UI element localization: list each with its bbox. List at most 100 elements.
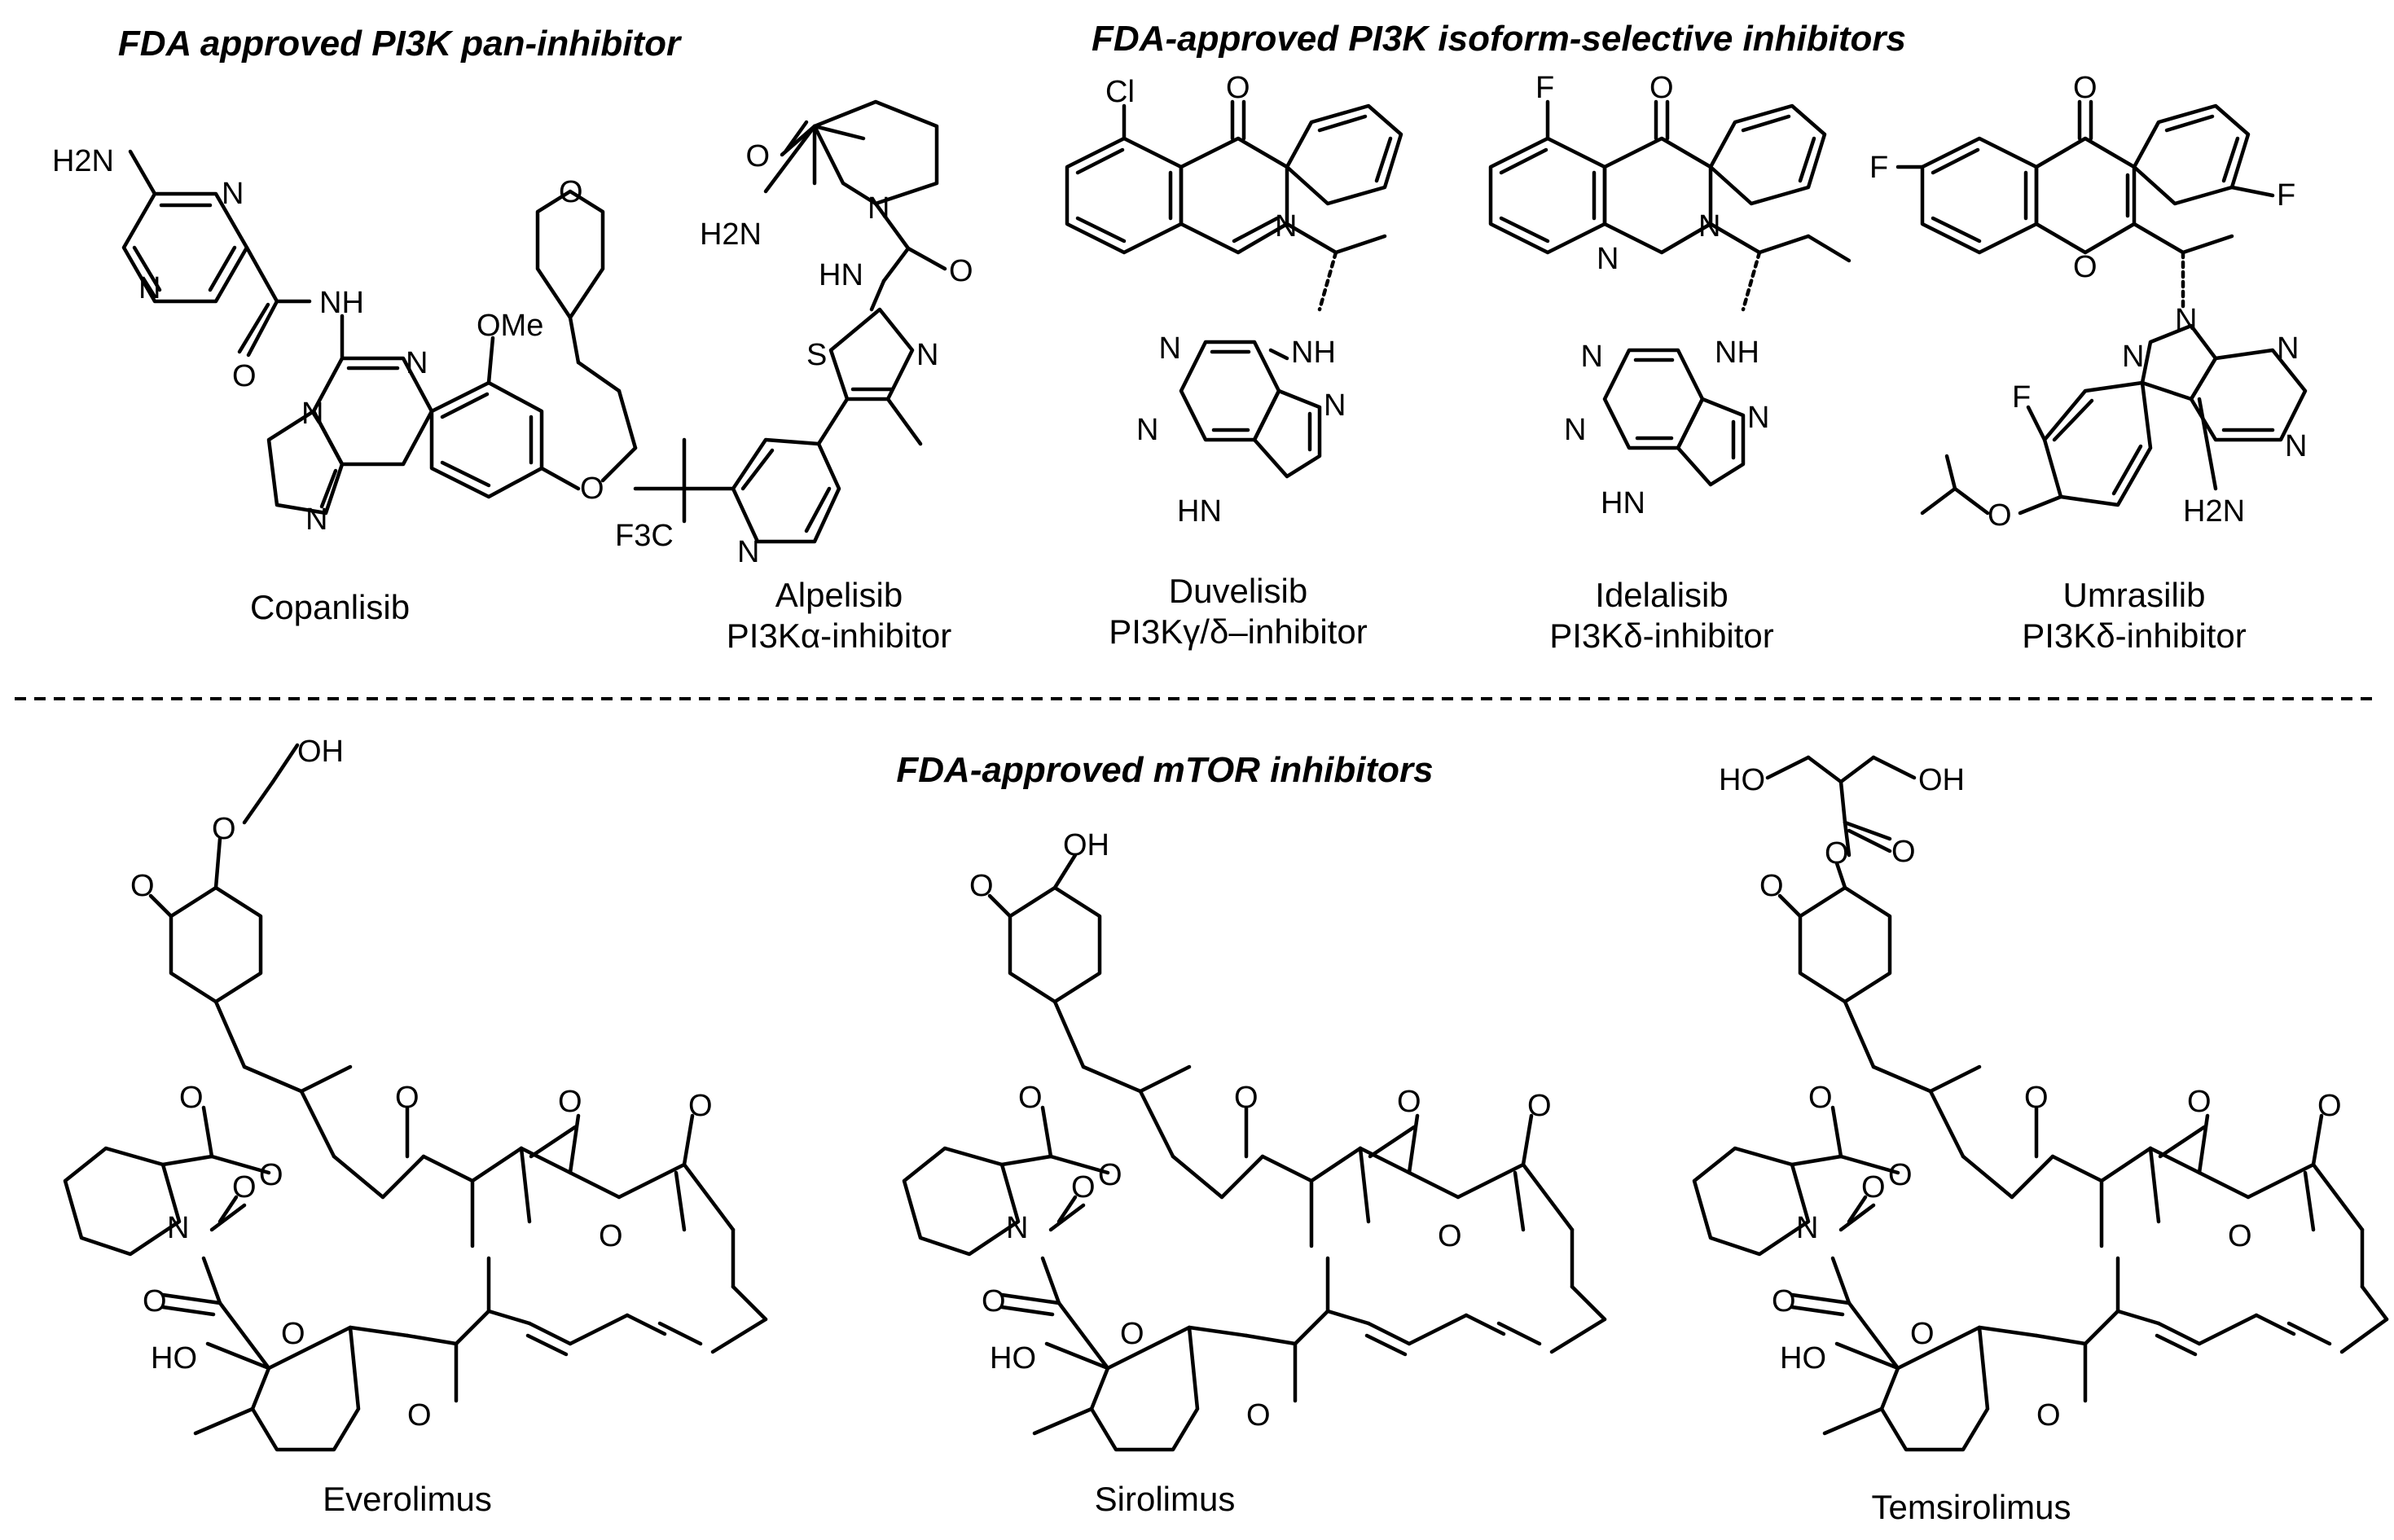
structure-duvelisib bbox=[1065, 99, 1403, 479]
atom-label: OH bbox=[1063, 828, 1109, 862]
atom-label: O bbox=[1226, 71, 1250, 105]
structure-copanlisib bbox=[121, 149, 638, 516]
atom-label: O bbox=[1527, 1089, 1552, 1123]
atom-label: F bbox=[2277, 178, 2295, 213]
atom-label: O bbox=[1098, 1158, 1122, 1192]
atom-label: F bbox=[2012, 380, 2031, 415]
atom-label: N bbox=[1006, 1211, 1028, 1245]
structure-everolimus bbox=[63, 743, 768, 1452]
atom-label: OH bbox=[297, 735, 344, 769]
atoms-everolimus: OH O O O O O N O O HO O O O OH O O bbox=[130, 735, 713, 1433]
atom-label: O bbox=[1071, 1170, 1096, 1204]
atom-label: O bbox=[982, 1284, 1006, 1318]
name-umrasilib: Umrasilib bbox=[2062, 576, 2205, 614]
atom-label: N bbox=[167, 1211, 189, 1245]
atom-label: OMe bbox=[477, 309, 543, 343]
atom-label: N bbox=[1597, 242, 1619, 276]
atom-label: O bbox=[1891, 835, 1916, 869]
atom-label: O bbox=[559, 175, 583, 209]
atom-label: S bbox=[806, 338, 827, 372]
atom-label: O bbox=[407, 1398, 432, 1433]
atom-label: HO bbox=[151, 1341, 197, 1375]
atom-label: N bbox=[301, 397, 323, 431]
atom-label: N bbox=[2277, 331, 2299, 366]
atom-label: O bbox=[969, 869, 994, 903]
subtitle-idelalisib: PI3Kδ-inhibitor bbox=[1549, 616, 1774, 655]
atom-label: N bbox=[916, 338, 938, 372]
atom-label: O bbox=[130, 869, 155, 903]
atom-label: N bbox=[1564, 413, 1586, 447]
atom-label: O bbox=[688, 1089, 713, 1123]
atom-label: N bbox=[406, 346, 428, 380]
atom-label: N bbox=[1581, 340, 1603, 374]
atom-label: OH bbox=[1918, 763, 1965, 797]
atom-label: NH bbox=[1291, 336, 1336, 370]
atom-label: O bbox=[1649, 71, 1674, 105]
atom-label: N bbox=[1747, 401, 1769, 435]
name-sirolimus: Sirolimus bbox=[1095, 1480, 1236, 1518]
atoms-sirolimus: OH O O O O N O O HO O O O OH O O bbox=[969, 828, 1552, 1433]
name-everolimus: Everolimus bbox=[323, 1480, 492, 1518]
atom-label: O bbox=[599, 1219, 623, 1253]
atom-label: O bbox=[1988, 498, 2012, 533]
atoms-idelalisib: F O N N NH N N N HN bbox=[1535, 71, 1769, 520]
atom-label: O bbox=[1808, 1081, 1833, 1115]
heading-pan-inhibitor: FDA approved PI3K pan-inhibitor bbox=[118, 24, 683, 64]
atom-label: O bbox=[1234, 1081, 1258, 1115]
atoms-temsirolimus: HO OH O O O O O O N O O HO O O O OH O O bbox=[1719, 763, 2342, 1433]
atom-label: N bbox=[2285, 429, 2307, 463]
atom-label: HO bbox=[990, 1341, 1036, 1375]
atom-label: O bbox=[1825, 836, 1849, 871]
atom-label: O bbox=[179, 1081, 204, 1115]
atom-label: H2N bbox=[52, 144, 114, 178]
atom-label: F bbox=[1869, 151, 1888, 185]
atom-label: HO bbox=[1719, 763, 1765, 797]
atom-label: O bbox=[232, 1170, 257, 1204]
heading-isoform-selective: FDA-approved PI3K isoform-selective inhi… bbox=[1092, 19, 1906, 59]
subtitle-alpelisib: PI3Kα-inhibitor bbox=[727, 616, 951, 655]
atom-label: O bbox=[2024, 1081, 2049, 1115]
atom-label: HN bbox=[819, 258, 863, 292]
atom-label: O bbox=[1397, 1085, 1421, 1119]
atom-label: HN bbox=[1601, 486, 1645, 520]
atom-label: N bbox=[138, 271, 160, 305]
atom-label: O bbox=[1759, 869, 1784, 903]
subtitle-umrasilib: PI3Kδ-inhibitor bbox=[2022, 616, 2247, 655]
atom-label: O bbox=[2317, 1089, 2342, 1123]
atom-label: O bbox=[395, 1081, 419, 1115]
atom-label: O bbox=[558, 1085, 582, 1119]
heading-mtor-inhibitors: FDA-approved mTOR inhibitors bbox=[896, 750, 1433, 790]
structure-umrasilib bbox=[1895, 99, 2308, 516]
atom-label: O bbox=[949, 254, 973, 288]
name-temsirolimus: Temsirolimus bbox=[1871, 1488, 2071, 1526]
subtitle-duvelisib: PI3Kγ/δ–inhibitor bbox=[1109, 612, 1368, 651]
atom-label: O bbox=[2036, 1398, 2061, 1433]
atoms-alpelisib: O H2N N HN O S N N F3C bbox=[615, 139, 973, 569]
atom-label: HN bbox=[1177, 494, 1222, 529]
atom-label: O bbox=[1910, 1317, 1935, 1351]
atom-label: O bbox=[232, 359, 257, 393]
atom-label: N bbox=[1796, 1211, 1818, 1245]
atom-label: O bbox=[259, 1158, 283, 1192]
atom-label: N bbox=[737, 535, 759, 569]
name-duvelisib: Duvelisib bbox=[1169, 572, 1307, 610]
atom-label: NH bbox=[319, 286, 364, 320]
atom-label: N bbox=[2175, 303, 2197, 337]
atom-label: H2N bbox=[700, 217, 762, 252]
atom-label: O bbox=[1438, 1219, 1462, 1253]
structure-alpelisib bbox=[633, 99, 947, 544]
atom-label: N bbox=[2122, 340, 2144, 374]
atom-label: O bbox=[2187, 1085, 2212, 1119]
atom-label: O bbox=[2228, 1219, 2252, 1253]
structure-idelalisib bbox=[1488, 99, 1852, 487]
atom-label: O bbox=[281, 1317, 305, 1351]
name-idelalisib: Idelalisib bbox=[1595, 576, 1728, 614]
atoms-copanlisib: H2N N N NH O N N OMe N O O bbox=[52, 144, 604, 537]
atom-label: N bbox=[1275, 209, 1297, 244]
name-alpelisib: Alpelisib bbox=[775, 576, 903, 614]
atom-label: O bbox=[2073, 71, 2097, 105]
atom-label: O bbox=[143, 1284, 167, 1318]
atom-label: F3C bbox=[615, 519, 674, 553]
atom-label: N bbox=[1698, 209, 1720, 244]
